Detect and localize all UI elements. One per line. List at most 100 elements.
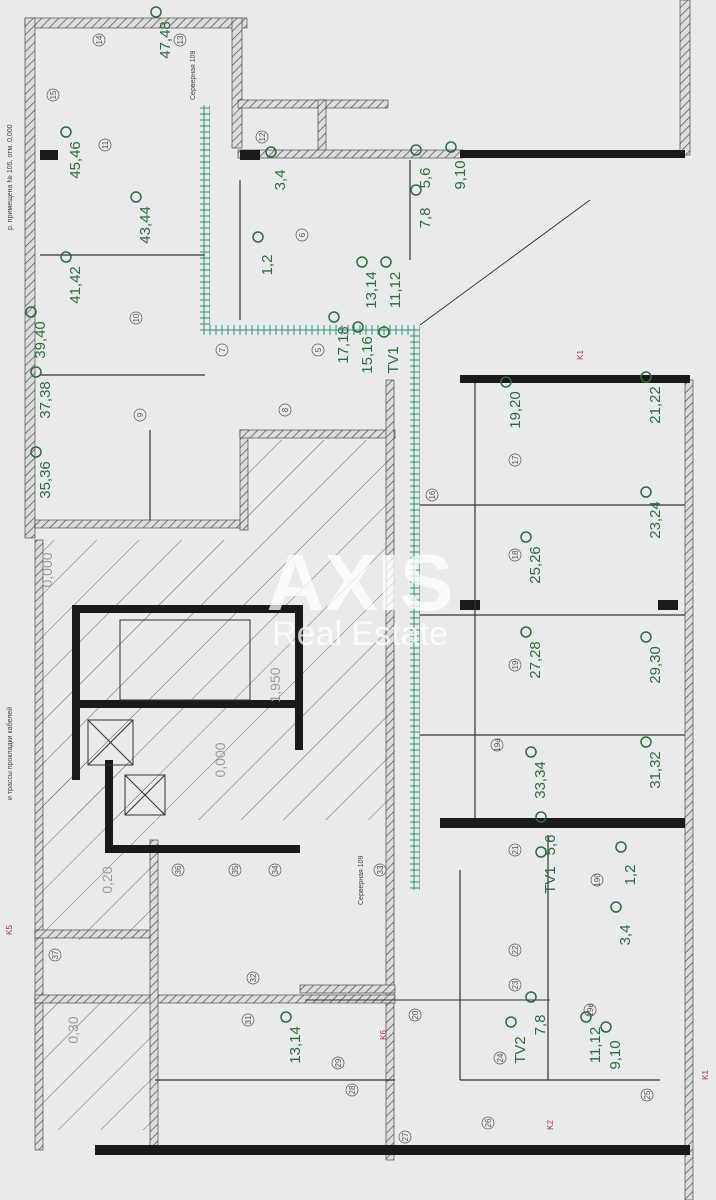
- outlet-label: 5,6: [417, 168, 434, 189]
- hatched-areas: [35, 440, 395, 1130]
- socket-icon: [640, 631, 652, 643]
- outlet-label: 21,22: [647, 386, 664, 424]
- socket-icon: [410, 184, 422, 196]
- socket-icon: [520, 531, 532, 543]
- room-number: 28: [348, 1085, 357, 1094]
- socket-icon: [640, 371, 652, 383]
- room-number-circle-icon: [493, 1051, 507, 1065]
- socket-icon: [445, 141, 457, 153]
- outlet-label: 43,44: [137, 206, 154, 244]
- room-number: 14: [95, 35, 104, 44]
- outlet-label: 33,34: [532, 761, 549, 799]
- level-mark: 0,000: [39, 552, 55, 587]
- room-number-circle-icon: [268, 863, 282, 877]
- room-number: 31: [244, 1015, 253, 1024]
- outlet-label: 25,26: [527, 546, 544, 584]
- socket-icon: [25, 306, 37, 318]
- room-number-circle-icon: [508, 978, 522, 992]
- room-number: 6: [298, 232, 307, 237]
- room-number-circle-icon: [508, 658, 522, 672]
- outlet-label: 13,14: [287, 1026, 304, 1064]
- socket-icon: [265, 146, 277, 158]
- socket-icon: [410, 144, 422, 156]
- outlet-label: 45,46: [67, 141, 84, 179]
- room-number-circle-icon: [373, 863, 387, 877]
- room-number-circle-icon: [640, 1088, 654, 1102]
- outlet-label: 27,28: [527, 641, 544, 679]
- socket-icon: [352, 321, 364, 333]
- room-number: 34: [271, 865, 280, 874]
- room-number: 27: [401, 1132, 410, 1141]
- level-mark: 0,20: [99, 866, 115, 893]
- outlet-label: 9,10: [607, 1040, 624, 1069]
- room-number-circle-icon: [583, 1003, 597, 1017]
- outlet-label: 5,6: [542, 835, 559, 856]
- marker-tag: K1: [701, 1070, 710, 1080]
- room-number: 21: [511, 845, 520, 854]
- stairs: [87, 619, 251, 816]
- room-number: 15: [49, 90, 58, 99]
- outlet-label: 9,10: [452, 160, 469, 189]
- room-number-circle-icon: [255, 130, 269, 144]
- outlet-label: 17,18: [335, 326, 352, 364]
- room-number-circle-icon: [241, 1013, 255, 1027]
- room-number: 8: [281, 407, 290, 412]
- room-number-circle-icon: [398, 1130, 412, 1144]
- socket-icon: [378, 326, 390, 338]
- room-number-circle-icon: [311, 343, 325, 357]
- room-number: 36: [174, 865, 183, 874]
- level-mark: 0,000: [212, 742, 228, 777]
- socket-icon: [30, 366, 42, 378]
- room-number-circle-icon: [133, 408, 147, 422]
- room-number: 9: [136, 412, 145, 417]
- cable-trays: [200, 105, 591, 1001]
- outlet-label: 11,12: [387, 272, 404, 308]
- room-number-circle-icon: [46, 88, 60, 102]
- outlet-label: 7,8: [532, 1015, 549, 1036]
- socket-icon: [505, 1016, 517, 1028]
- room-number: 16: [428, 490, 437, 499]
- socket-icon: [150, 6, 162, 18]
- room-number: 11: [101, 140, 110, 149]
- socket-icon: [640, 736, 652, 748]
- room-number: 22: [511, 945, 520, 954]
- socket-icon: [535, 846, 547, 858]
- socket-icon: [500, 376, 512, 388]
- room-number-circle-icon: [345, 1083, 359, 1097]
- room-number-circle-icon: [246, 971, 260, 985]
- room-number-circle-icon: [215, 343, 229, 357]
- room-number: 32: [249, 973, 258, 982]
- room-number-circle-icon: [408, 1008, 422, 1022]
- room-number: 12: [258, 132, 267, 141]
- room-number: 5: [314, 347, 323, 352]
- marker-tag: K6: [379, 1030, 388, 1040]
- room-number: 10: [132, 313, 141, 322]
- walls: [24, 0, 694, 1200]
- room-number-circle-icon: [481, 1116, 495, 1130]
- room-number-circle-icon: [129, 311, 143, 325]
- outlet-label: 37,38: [37, 381, 54, 419]
- header-text-top: р. примещена № 105, отм. 0,000: [7, 124, 14, 230]
- room-number: 19: [511, 660, 520, 669]
- room-number: 20: [411, 1010, 420, 1019]
- outlet-label: 39,40: [32, 321, 49, 359]
- socket-icon: [615, 841, 627, 853]
- socket-icon: [252, 231, 264, 243]
- marker-tag: K2: [546, 1120, 555, 1130]
- room-number-circle-icon: [228, 863, 242, 877]
- room-number-circle-icon: [48, 948, 62, 962]
- room-number: 7: [218, 347, 227, 352]
- room-number: 23: [511, 980, 520, 989]
- room-number: 18: [511, 550, 520, 559]
- socket-icon: [30, 446, 42, 458]
- outlet-label: 23,24: [647, 501, 664, 539]
- socket-icon: [356, 256, 368, 268]
- room-number-circle-icon: [490, 738, 504, 752]
- room-number-circle-icon: [508, 453, 522, 467]
- room-number: 19б: [593, 873, 602, 887]
- socket-icon: [380, 256, 392, 268]
- outlet-label: 1,2: [259, 255, 276, 276]
- watermark-subtitle: Real Estate: [272, 615, 448, 653]
- outlet-label: 35,36: [37, 461, 54, 499]
- room-number-circle-icon: [171, 863, 185, 877]
